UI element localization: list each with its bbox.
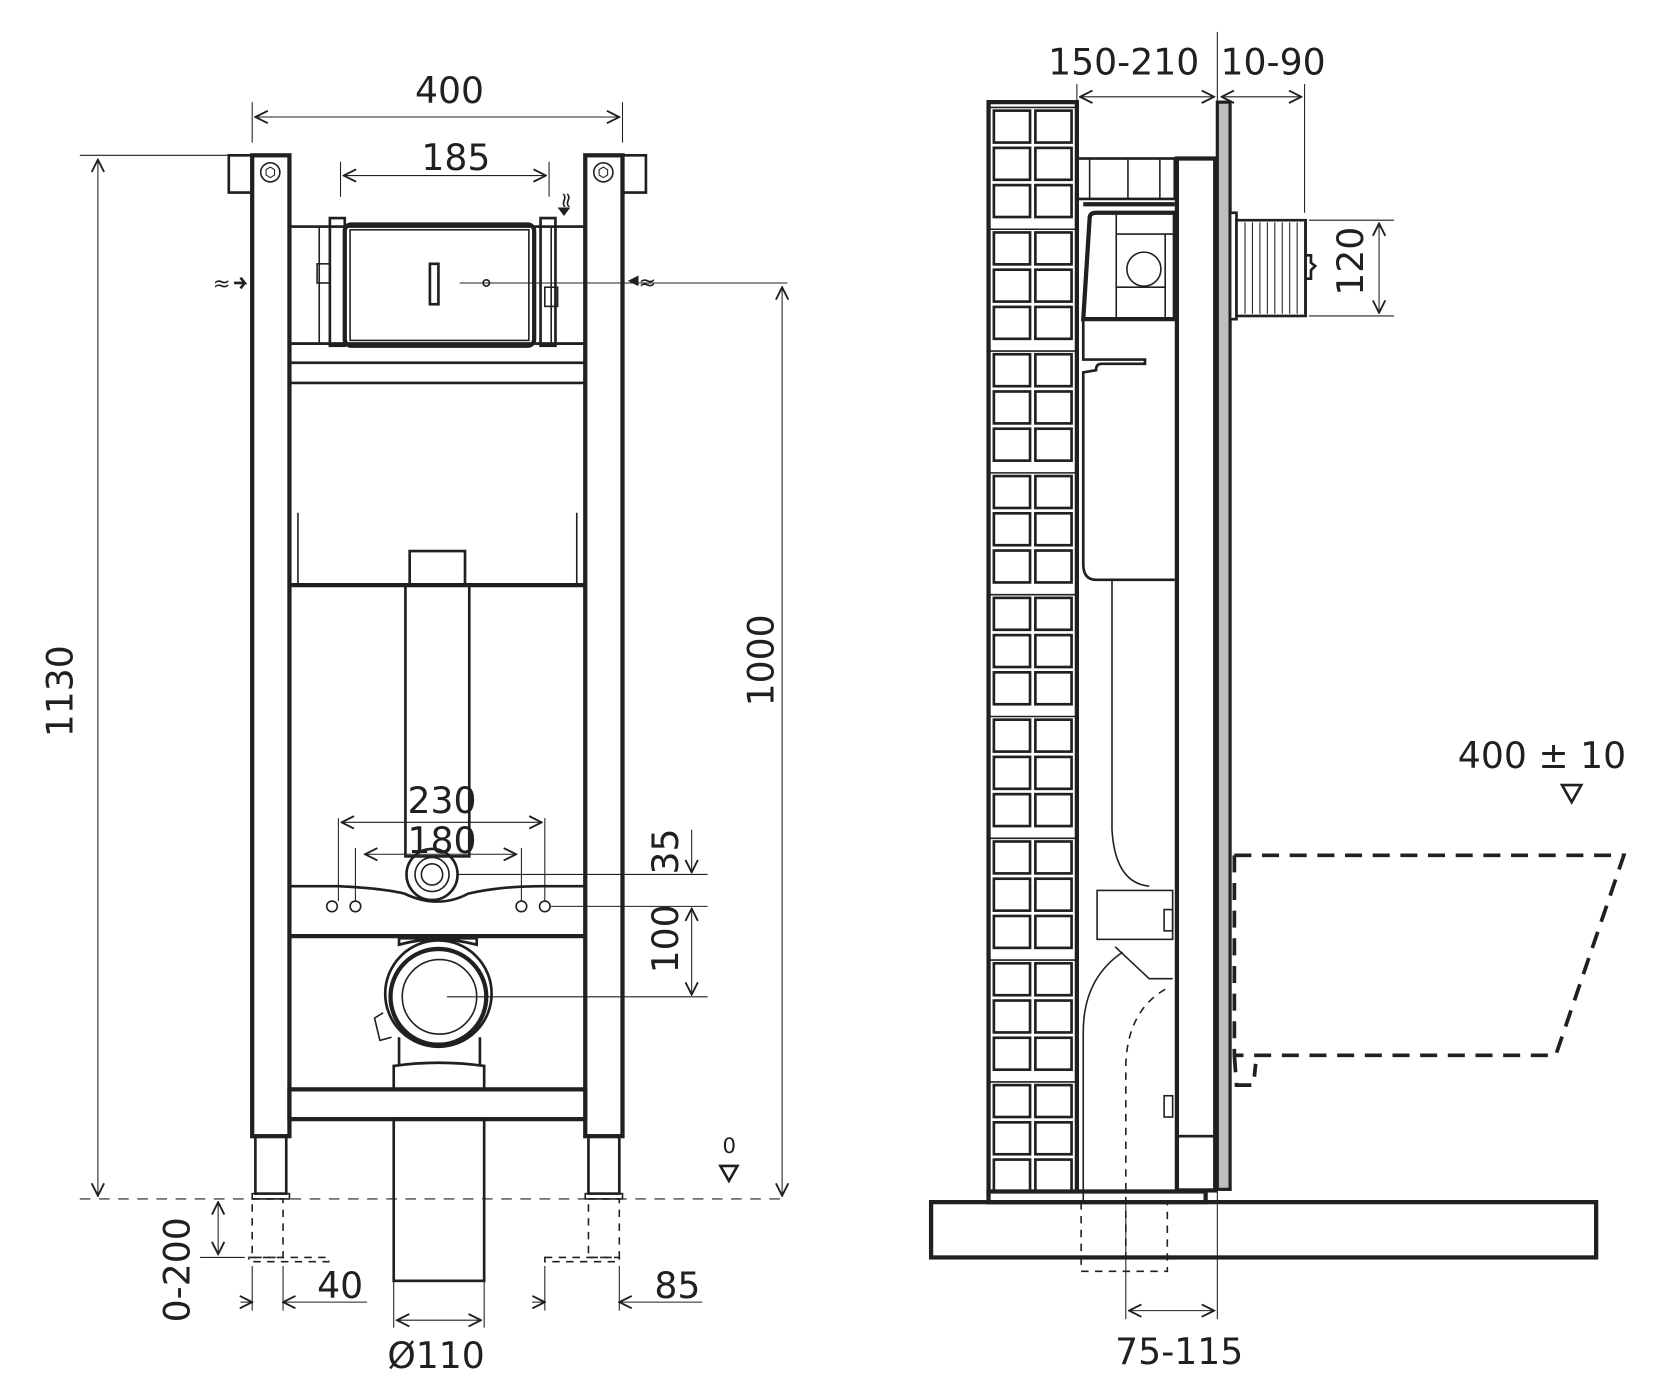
dim-total-height: 1130: [38, 645, 81, 737]
water-inlet-left-icon: ≈: [213, 271, 248, 296]
wall-panel: [1215, 100, 1232, 1191]
side-view: 150-210 10-90 120 400 ± 10 75-115: [928, 31, 1627, 1373]
brick-grid: [988, 106, 1077, 1193]
frame-side-profile: [1075, 156, 1218, 1273]
dim-frame-width: 400: [415, 69, 484, 112]
frame-post-left: [227, 153, 292, 1200]
dim-foot-depth: 85: [654, 1264, 700, 1307]
water-inlet-top-icon: ≈: [554, 191, 579, 216]
floor-level-marker-icon: 0: [718, 1134, 740, 1184]
dim-inlet-offset: 35: [644, 828, 687, 874]
dim-flush-height: 1000: [740, 614, 783, 706]
dim-panel-offset: 10-90: [1221, 40, 1326, 83]
dim-frame-depth: 150-210: [1048, 40, 1199, 83]
bowl-height-marker-icon: [1559, 783, 1584, 805]
flush-button-side: [1228, 211, 1318, 321]
front-view: ≈ ≈ ≈ 400 185 1130 1000 230: [38, 69, 787, 1377]
adjustable-feet: [248, 1198, 621, 1263]
dim-drain-offset: 75-115: [1115, 1330, 1243, 1373]
dim-leg-adjust: 0-200: [155, 1217, 198, 1322]
svg-text:0: 0: [723, 1134, 737, 1159]
dim-flush-plate-width: 185: [421, 136, 490, 179]
svg-text:≈: ≈: [213, 271, 231, 296]
floor-slab: [928, 1200, 1599, 1260]
dim-foot-width: 40: [317, 1264, 363, 1307]
drain-outlet: [287, 936, 708, 1283]
dim-bowl-height: 400 ± 10: [1458, 734, 1626, 777]
dim-bolt-outer: 230: [408, 779, 477, 822]
frame-post-right: [583, 153, 648, 1200]
flush-plate-housing: [288, 216, 587, 348]
svg-text:≈: ≈: [554, 191, 579, 209]
dim-button-height: 120: [1329, 227, 1372, 296]
dim-bolt-inner: 180: [408, 819, 477, 862]
dim-drain-diameter: Ø110: [387, 1334, 484, 1377]
dim-outlet-offset: 100: [644, 904, 687, 973]
toilet-bowl-outline: [1234, 853, 1627, 1058]
masonry-wall: [986, 100, 1079, 1205]
